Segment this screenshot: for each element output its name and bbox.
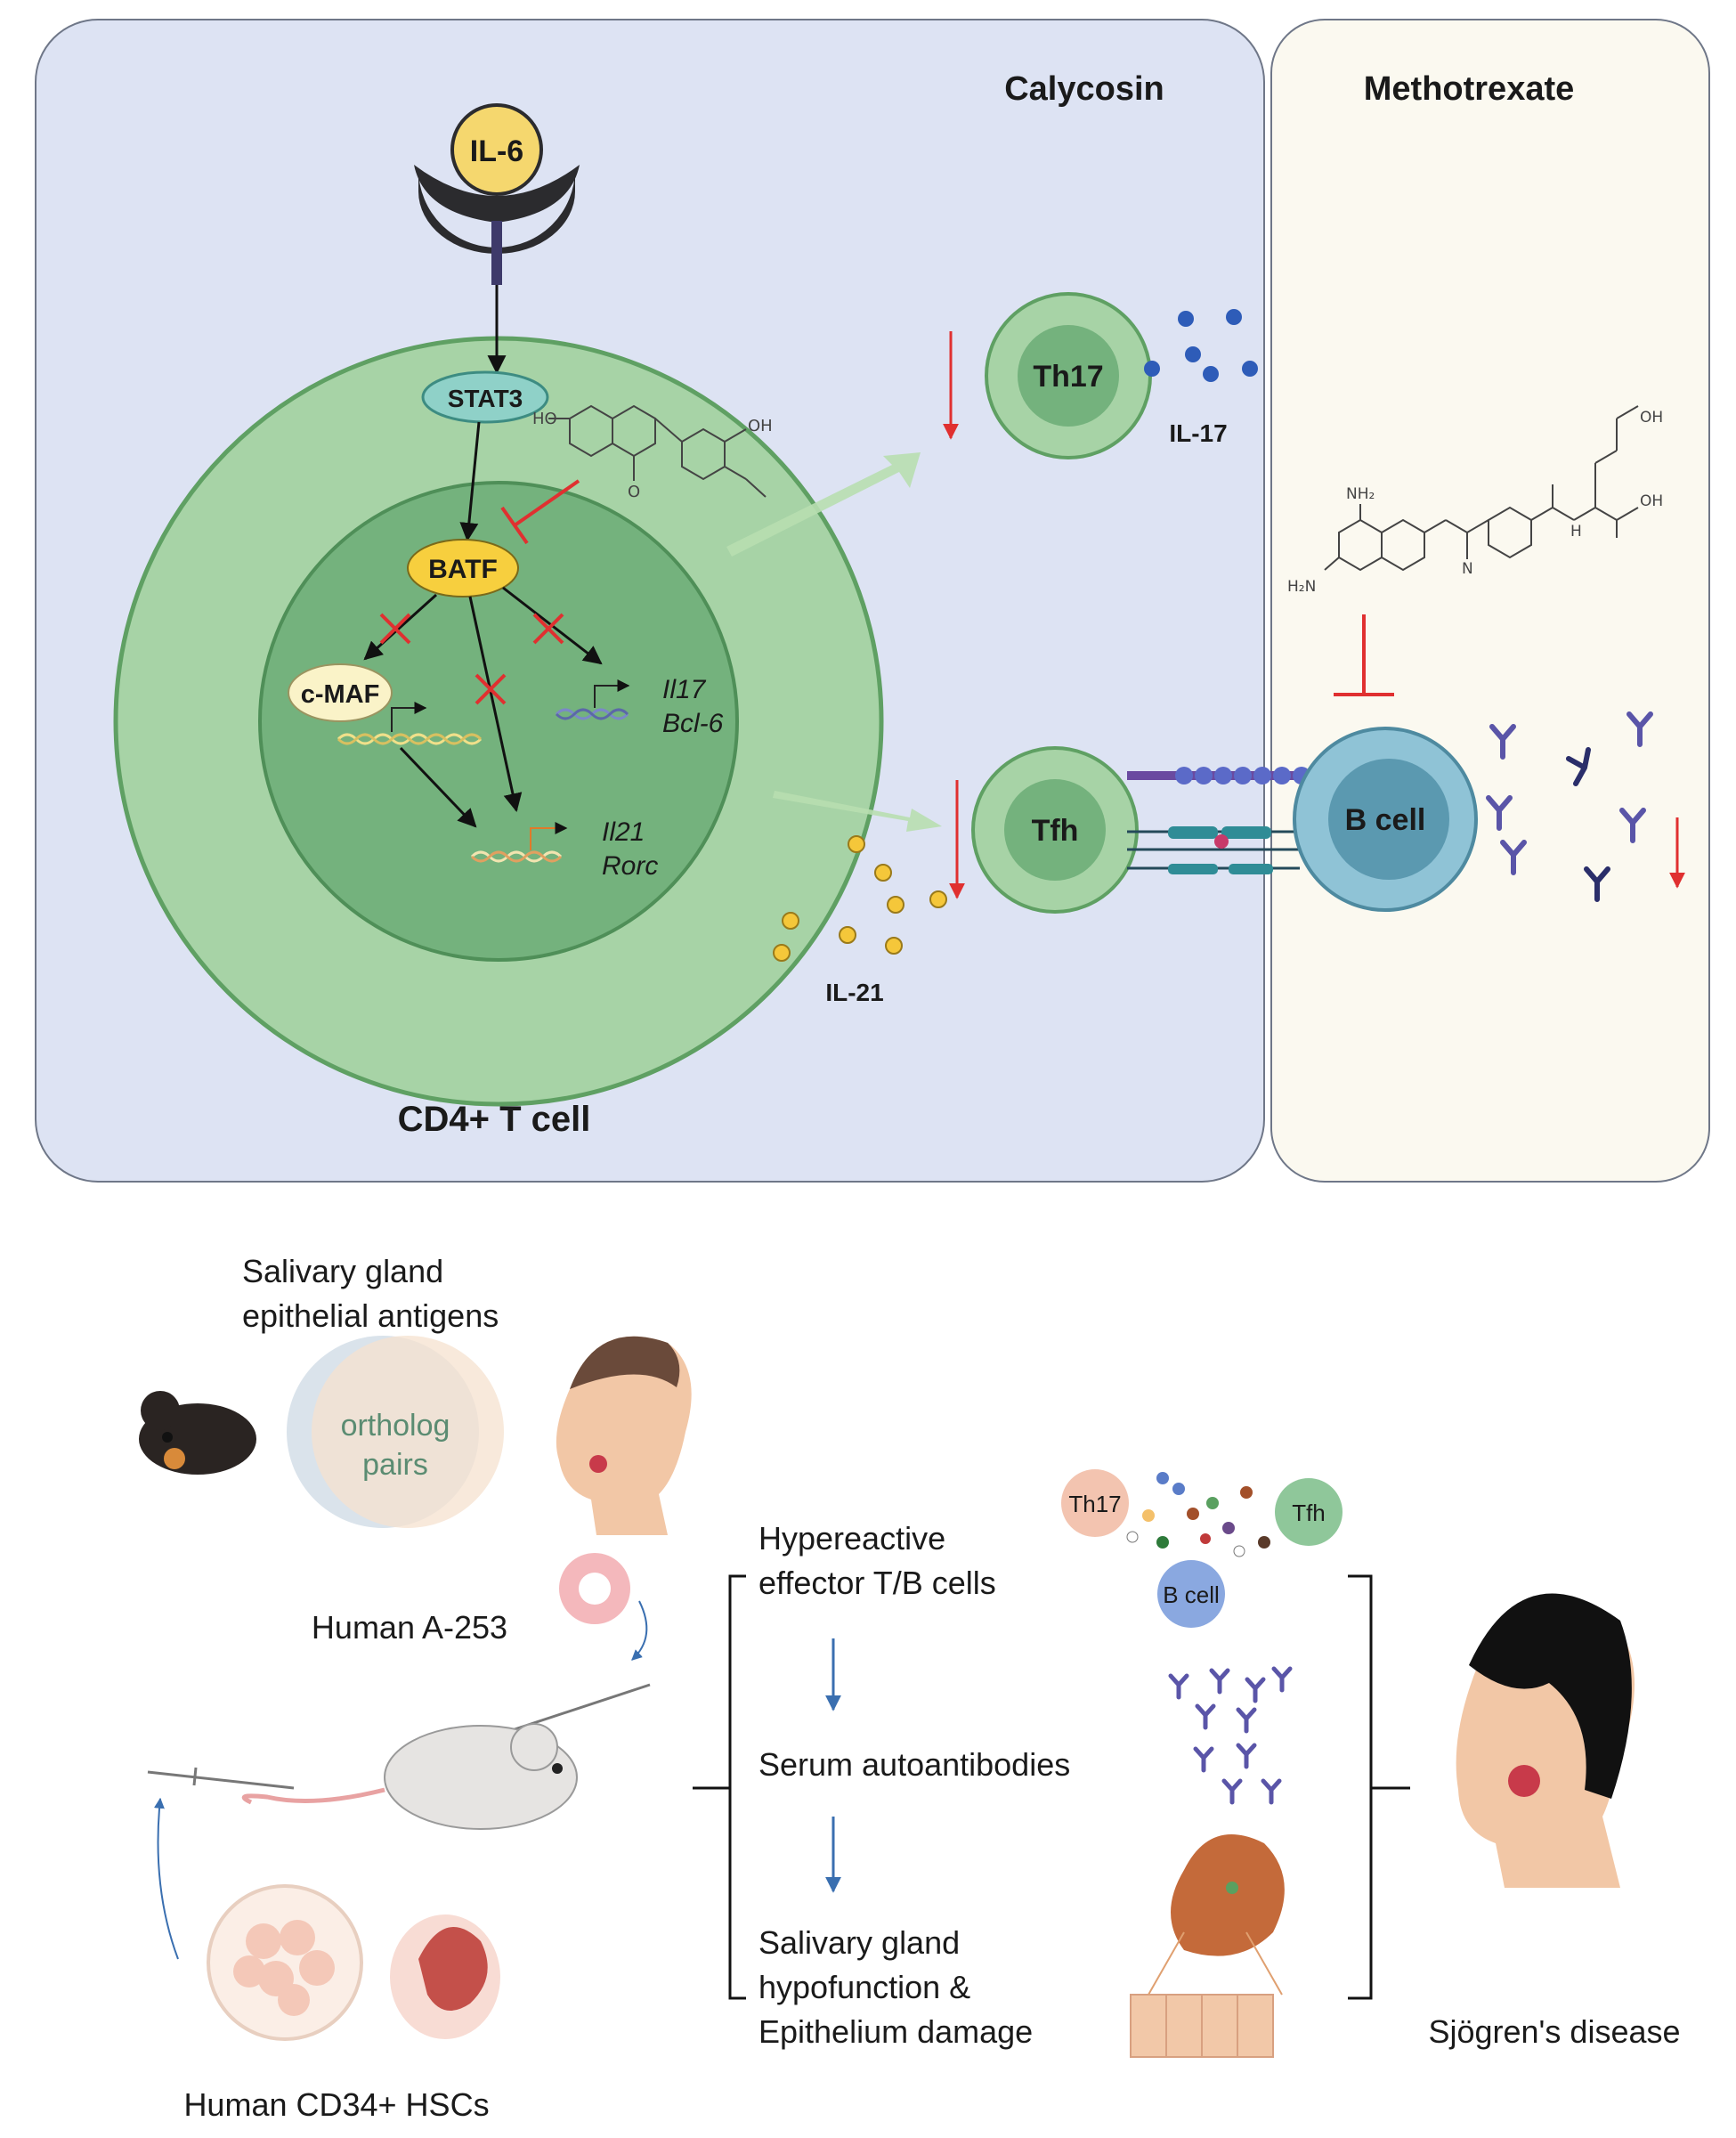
dna-il17-bcl6 bbox=[555, 679, 630, 720]
small-bcell bbox=[1157, 1560, 1225, 1628]
block-mark-cmaf bbox=[379, 613, 411, 645]
calycosin-oh: OH bbox=[748, 417, 773, 435]
hsc-to-mouse-arrow bbox=[153, 1797, 179, 1960]
mouse-head-icon bbox=[139, 1391, 256, 1475]
small-tfh-label: Tfh bbox=[1292, 1500, 1326, 1526]
mtx-n: N bbox=[1462, 560, 1473, 578]
mtx-oh-bottom: OH bbox=[1640, 492, 1663, 510]
fetus-icon bbox=[390, 1914, 500, 2039]
syringe-left bbox=[147, 1767, 295, 1790]
a253-label: Human A-253 bbox=[312, 1609, 507, 1646]
differentiation-arrow-th17 bbox=[726, 452, 921, 557]
batf-node bbox=[407, 539, 519, 598]
calycosin-o: O bbox=[628, 483, 640, 501]
humanized-mouse-icon bbox=[241, 1723, 578, 1830]
mtx-oh-top: OH bbox=[1640, 409, 1663, 427]
small-th17-label: Th17 bbox=[1068, 1491, 1121, 1517]
th17-label: Th17 bbox=[1033, 360, 1103, 394]
il17-label: IL-17 bbox=[1169, 419, 1227, 447]
il6-receptor-stalk bbox=[491, 221, 502, 285]
methotrexate-panel bbox=[1270, 19, 1710, 1183]
epithelium-icon bbox=[1130, 1931, 1283, 2058]
differentiation-arrow-tfh bbox=[773, 791, 942, 832]
human-head-icon bbox=[556, 1336, 692, 1535]
gene-il21-label: Il21 bbox=[602, 817, 645, 847]
a253-injection-arrow bbox=[631, 1600, 648, 1661]
il6-receptor-cup bbox=[414, 165, 580, 223]
stat3-to-batf-arrow bbox=[459, 421, 481, 542]
step1-line2: effector T/B cells bbox=[758, 1565, 996, 1601]
calycosin-inhibit-bar bbox=[500, 506, 529, 545]
mtx-nh2: NH₂ bbox=[1346, 485, 1375, 503]
methotrexate-structure bbox=[1324, 405, 1639, 572]
small-tfh-cell bbox=[1275, 1478, 1343, 1546]
stat3-node bbox=[421, 370, 549, 424]
b-cell-label: B cell bbox=[1345, 803, 1426, 837]
step3-line2: hypofunction & bbox=[758, 1969, 970, 2005]
cd4-t-cell-label: CD4+ T cell bbox=[398, 1100, 591, 1139]
small-th17-cell bbox=[1061, 1469, 1129, 1537]
step3-line3: Epithelium damage bbox=[758, 2013, 1033, 2050]
step2-label: Serum autoantibodies bbox=[758, 1746, 1070, 1783]
block-mark-il21 bbox=[475, 673, 507, 705]
hscs-label: Human CD34+ HSCs bbox=[183, 2086, 489, 2123]
ortholog-line1: ortholog bbox=[341, 1409, 450, 1443]
salivary-gland-icon bbox=[1171, 1834, 1285, 1956]
tfh-bcell-interaction bbox=[1127, 767, 1325, 874]
gene-il17-label: Il17 bbox=[662, 675, 707, 704]
mtx-h: H bbox=[1570, 523, 1582, 541]
block-mark-il17 bbox=[532, 613, 564, 645]
bracket-left bbox=[693, 1574, 746, 2000]
sjogren-patient-icon bbox=[1456, 1593, 1635, 1888]
il6-ligand bbox=[450, 103, 543, 196]
antigens-title-line1: Salivary gland bbox=[242, 1253, 443, 1289]
stat3-label: STAT3 bbox=[448, 385, 523, 412]
mtx-h2n: H₂N bbox=[1287, 578, 1316, 596]
cd4-t-cell-nucleus bbox=[258, 481, 739, 962]
batf-to-il21-arrow bbox=[468, 596, 523, 813]
gene-rorc-label: Rorc bbox=[602, 851, 658, 881]
cmaf-label: c-MAF bbox=[301, 680, 380, 709]
cytokine-dots bbox=[1126, 1472, 1270, 1557]
methotrexate-title: Methotrexate bbox=[1364, 70, 1575, 108]
a253-organoid-icon bbox=[559, 1553, 630, 1624]
batf-to-cmaf-arrow bbox=[363, 593, 438, 661]
il21-label: IL-21 bbox=[825, 979, 883, 1006]
ortholog-line2: pairs bbox=[362, 1448, 428, 1482]
hsc-cluster-icon bbox=[207, 1884, 363, 2041]
il6-label: IL-6 bbox=[470, 134, 523, 168]
calycosin-title: Calycosin bbox=[1004, 70, 1164, 108]
calycosin-structure bbox=[548, 404, 767, 498]
cmaf-to-il21-arrow bbox=[399, 746, 477, 828]
tfh-nucleus bbox=[1004, 779, 1106, 881]
dna-il21-rorc bbox=[470, 822, 568, 863]
cmaf-node bbox=[288, 663, 393, 722]
il17-molecules bbox=[1144, 309, 1258, 382]
th17-nucleus bbox=[1018, 325, 1119, 427]
disease-label: Sjögren's disease bbox=[1428, 2013, 1680, 2050]
bracket-right bbox=[1348, 1574, 1410, 2000]
b-cell-nucleus bbox=[1328, 759, 1449, 880]
il21-molecules bbox=[773, 835, 947, 962]
small-bcell-label: B cell bbox=[1163, 1581, 1220, 1608]
step3-line1: Salivary gland bbox=[758, 1924, 960, 1961]
calycosin-inhibit-line bbox=[513, 479, 580, 527]
tfh-label: Tfh bbox=[1032, 814, 1079, 848]
dna-cmaf bbox=[337, 702, 483, 745]
venn-human-circle bbox=[312, 1336, 504, 1528]
antigens-title-line2: epithelial antigens bbox=[242, 1297, 499, 1334]
gene-bcl6-label: Bcl-6 bbox=[662, 709, 724, 738]
step1-line1: Hypereactive bbox=[758, 1520, 945, 1557]
antibodies-top bbox=[1486, 711, 1653, 902]
batf-label: BATF bbox=[428, 555, 498, 584]
calycosin-ho: HO bbox=[532, 410, 557, 428]
autoantibodies-cluster bbox=[1168, 1666, 1293, 1805]
